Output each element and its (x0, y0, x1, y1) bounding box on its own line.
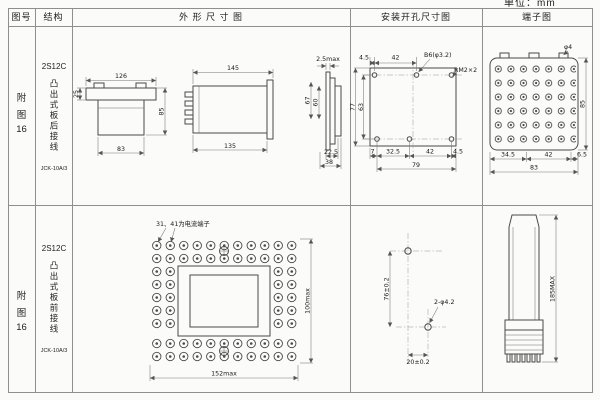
outline-drawing-rear-wiring: 126 25 83 85 145 (73, 56, 342, 169)
type-code: JCK-10A/3 (40, 165, 68, 172)
case-side-view (184, 79, 274, 140)
dim-term-total: 83 (530, 165, 538, 172)
install-drawing-front-wiring: 76±0.2 2-φ4.2 20±0.2 (384, 233, 454, 366)
header-outline: 外 形 尺 寸 图 (178, 12, 243, 22)
header-terminal: 端子图 (521, 12, 552, 22)
note-current-terminals: 31、41为电流端子 (156, 219, 210, 228)
col-divider-2 (72, 8, 73, 392)
table-border-left (8, 8, 9, 392)
header-divider (8, 26, 593, 27)
fig-char: 图 (16, 110, 27, 121)
dim-case-height: 85 (159, 107, 166, 115)
mount-hole-dims: 76±0.2 2-φ4.2 20±0.2 (384, 250, 454, 366)
dim-total-length: 145 (227, 65, 239, 72)
dim-total-height-max: 185MAX (550, 275, 557, 302)
relay-side-profile (504, 214, 544, 363)
terminal-board-dims: φ4 34.5 42 6.5 83 85 (489, 44, 589, 175)
dim-board-width-max: 152max (211, 371, 237, 378)
dim-cutout-height: 60 (313, 98, 320, 106)
model-label: 2S12C (41, 62, 67, 71)
dim-flange-height: 67 (305, 96, 312, 104)
dim-case-top-width: 126 (115, 73, 127, 80)
header-fig-no: 图号 (11, 12, 32, 22)
terminal-drawing-rear-wiring: φ4 34.5 42 6.5 83 85 (489, 44, 589, 175)
dim-board-height-max: 100max (305, 288, 312, 314)
fig-no-row2: 附 图 16 (8, 288, 35, 333)
row-divider (8, 205, 593, 206)
col-divider-1 (35, 8, 36, 392)
mount-holes (390, 233, 446, 363)
terminal-board (489, 52, 579, 151)
drill-plate (364, 62, 462, 152)
structure-row1: 2S12C 凸出式板后接线 JCK-10A/3 (36, 62, 72, 172)
terminal-strip-left (150, 265, 177, 330)
dim-flange-depth: 25 (73, 90, 80, 98)
dim-bot-seg3: 42 (426, 149, 434, 156)
fig-char: 附 (16, 93, 27, 104)
dim-hole-span-top: 42 (391, 55, 399, 62)
terminal-grid (492, 62, 576, 146)
fig-no-row1: 附 图 16 (8, 90, 35, 135)
model-label: 2S12C (41, 244, 67, 253)
case-top-view-dims: 126 25 83 85 (73, 73, 168, 156)
dim-mount-hole-dia: φ4 (564, 44, 572, 51)
dim-body-width: 83 (117, 146, 125, 153)
type-code: JCK-10A/3 (40, 347, 68, 354)
dim-term-seg1: 34.5 (501, 152, 515, 159)
dim-height-inner: 63 (358, 103, 365, 111)
dim-bot-total: 79 (412, 162, 420, 169)
drill-plate-dims: 4.5 42 B6(φ3.2) RM2×2 77 63 7 32 (350, 52, 477, 172)
structure-desc: 凸出式板后接线 (49, 79, 59, 153)
table-border-top (8, 8, 593, 9)
dim-bot-seg4: 4.5 (453, 149, 463, 156)
dim-height-outer: 77 (350, 103, 357, 111)
front-board-dims: 31、41为电流端子 152max 100max (149, 219, 314, 381)
install-drawing-rear-wiring: 4.5 42 B6(φ3.2) RM2×2 77 63 7 32 (350, 52, 477, 172)
fig-number: 16 (16, 124, 27, 135)
terminal-drawing-front-wiring: 185MAX (504, 214, 559, 363)
structure-desc: 凸出式板前接线 (49, 261, 59, 335)
fig-number: 16 (16, 322, 27, 333)
label-hole-spec: 2-φ4.2 (434, 299, 454, 306)
dim-bot-seg1: 7 (370, 149, 374, 156)
dim-hole-horizontal-span: 20±0.2 (406, 359, 429, 366)
dim-term-seg2: 42 (544, 152, 552, 159)
header-structure: 结构 (43, 12, 64, 22)
fig-char: 附 (16, 291, 27, 302)
label-hole-spec: B6(φ3.2) (424, 52, 451, 59)
dim-rear-depth: 22.5 (324, 149, 338, 156)
label-screw-spec: RM2×2 (454, 67, 477, 74)
dim-total-depth: 38 (325, 159, 333, 166)
relay-side-dims: 185MAX (539, 214, 559, 363)
front-terminal-board (150, 239, 298, 363)
dim-board-height: 85 (580, 100, 587, 108)
unit-note: 单位：mm (504, 0, 556, 9)
dim-panel-thickness: 2.5max (316, 56, 340, 63)
dim-hole-vertical-span: 76±0.2 (384, 277, 391, 300)
table-border-bottom (8, 392, 593, 393)
panel-section-view (325, 71, 342, 151)
dim-term-seg3: 6.5 (577, 152, 587, 159)
fig-char: 图 (16, 308, 27, 319)
outline-drawing-front-wiring: 31、41为电流端子 152max 100max (149, 219, 314, 381)
case-top-view (85, 82, 157, 136)
structure-row2: 2S12C 凸出式板前接线 JCK-10A/3 (36, 244, 72, 354)
col-divider-4 (482, 8, 483, 392)
header-install: 安装开孔尺寸图 (380, 12, 451, 22)
dim-bot-seg2: 32.5 (386, 149, 400, 156)
terminal-strip-right (271, 265, 298, 330)
panel-section-dims: 2.5max 60 67 22.5 38 (305, 56, 342, 169)
dim-body-length: 135 (224, 143, 236, 150)
col-divider-3 (350, 8, 351, 392)
table-border-right (592, 8, 593, 392)
dim-edge-offset-top: 4.5 (359, 55, 369, 62)
case-side-view-dims: 145 135 (192, 65, 274, 153)
